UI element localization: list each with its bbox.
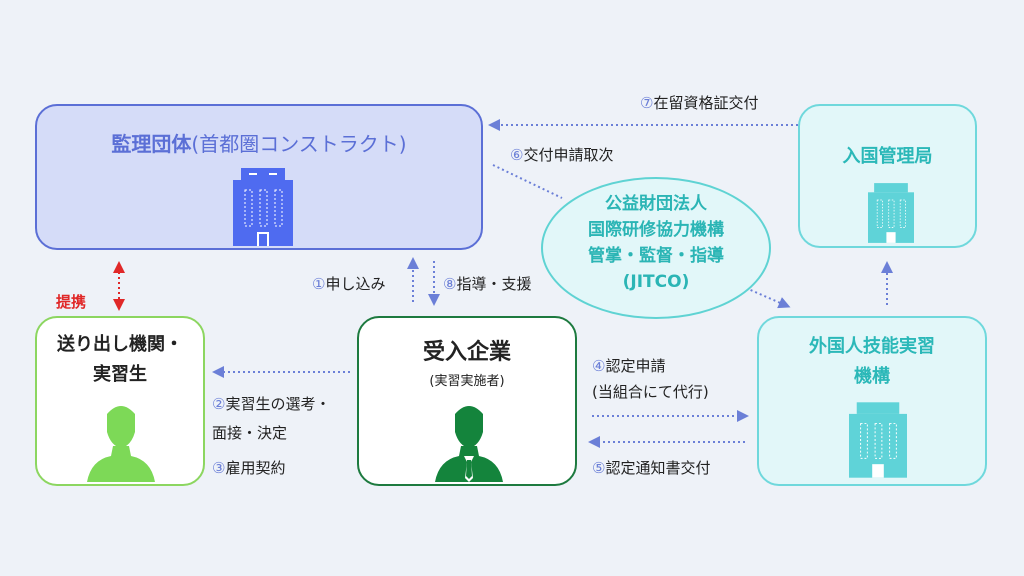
person-icon bbox=[87, 406, 155, 482]
jitco-line: 公益財団法人 bbox=[605, 194, 707, 214]
kanri-subtitle: (首都圏コンストラクト) bbox=[191, 132, 407, 156]
step-2-label-cont: 面接・決定 bbox=[212, 424, 288, 442]
step-1-label: ①申し込み bbox=[312, 275, 386, 293]
company-title: 受入企業 bbox=[422, 340, 511, 365]
step-2-label: ②実習生の選考・ bbox=[212, 395, 331, 413]
immigration-title: 入国管理局 bbox=[842, 146, 933, 167]
step-5-label: ⑤認定通知書交付 bbox=[592, 459, 711, 477]
kanri-box: 監理団体(首都圏コンストラクト) bbox=[35, 104, 483, 250]
step-6-label: ⑥交付申請取次 bbox=[510, 146, 614, 164]
sending-org-box: 送り出し機関・ 実習生 bbox=[35, 316, 205, 486]
step-3-label: ③雇用契約 bbox=[212, 459, 286, 477]
building-icon bbox=[849, 402, 907, 478]
otit-box: 外国人技能実習 機構 bbox=[757, 316, 987, 486]
sending-title-1: 送り出し機関・ bbox=[57, 334, 183, 355]
jitco-line: (JITCO) bbox=[622, 272, 690, 292]
otit-title-2: 機構 bbox=[854, 366, 890, 387]
jitco-line: 管掌・監督・指導 bbox=[588, 246, 724, 266]
partnership-label: 提携 bbox=[56, 293, 87, 311]
company-box: 受入企業 (実習実施者) bbox=[357, 316, 577, 486]
step-4-label: ④認定申請 bbox=[592, 357, 666, 375]
otit-title-1: 外国人技能実習 bbox=[809, 336, 935, 357]
immigration-box: 入国管理局 bbox=[798, 104, 977, 248]
arrow-jitco-otit bbox=[745, 287, 791, 309]
sending-title-2: 実習生 bbox=[93, 364, 147, 385]
jitco-line: 国際研修協力機構 bbox=[588, 220, 724, 240]
jitco-ellipse: 公益財団法人 国際研修協力機構 管掌・監督・指導 (JITCO) bbox=[541, 177, 771, 319]
businessman-icon bbox=[435, 406, 503, 482]
building-icon bbox=[233, 168, 293, 246]
building-icon bbox=[868, 183, 914, 243]
step-4-note: (当組合にて代行) bbox=[592, 383, 709, 401]
company-subtitle: (実習実施者) bbox=[429, 374, 505, 389]
kanri-title: 監理団体 bbox=[111, 132, 192, 156]
step-8-label: ⑧指導・支援 bbox=[443, 275, 532, 293]
step-7-label: ⑦在留資格証交付 bbox=[640, 94, 759, 112]
